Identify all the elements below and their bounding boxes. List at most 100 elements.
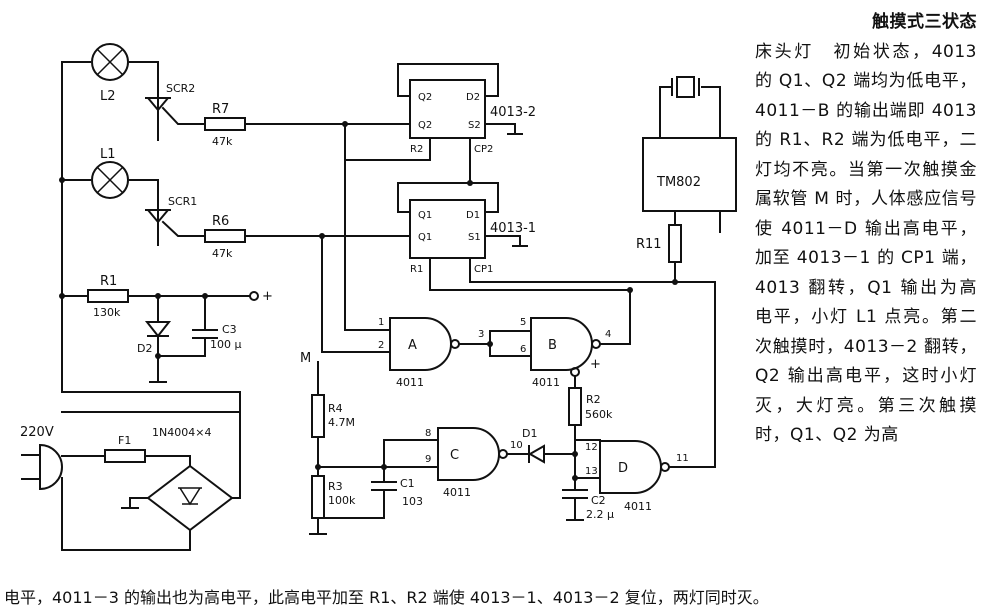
resistor-r7 — [204, 117, 246, 131]
pin-9: 9 — [425, 454, 431, 465]
wire-r2-reset — [344, 123, 431, 161]
label-r7: R7 — [212, 102, 229, 117]
pin-cp1: CP1 — [474, 264, 493, 275]
wire-4013-2-feedback — [397, 63, 499, 97]
gate-d — [599, 440, 662, 494]
label-r6: R6 — [212, 214, 229, 229]
pin-d2: D2 — [466, 92, 480, 103]
crystal-icon — [676, 76, 695, 98]
pin-q2: Q2 — [418, 120, 432, 131]
ic-tm802 — [642, 137, 737, 212]
label-d1: D1 — [522, 427, 537, 440]
gate-a-label: A — [408, 338, 417, 353]
pin-1: 1 — [378, 317, 384, 328]
chip-a-label: 4011 — [396, 376, 424, 389]
label-l1: L1 — [100, 147, 116, 162]
lamp-l1-icon — [91, 161, 129, 199]
label-4013-2: 4013-2 — [490, 105, 536, 120]
label-r3-value: 100k — [328, 494, 356, 507]
junction-dot — [572, 451, 578, 457]
junction-dot — [572, 475, 578, 481]
junction-dot — [487, 341, 493, 347]
label-l2: L2 — [100, 89, 116, 104]
resistor-r2 — [568, 387, 582, 426]
gate-a-bubble — [450, 339, 460, 349]
pin-q1-bar: Q1 — [418, 210, 432, 221]
junction-dot — [381, 464, 387, 470]
pin-r1: R1 — [410, 264, 423, 275]
label-r4-value: 4.7M — [328, 416, 355, 429]
resistor-r3 — [311, 475, 325, 519]
wire-ac — [61, 455, 191, 551]
pin-2: 2 — [378, 340, 384, 351]
gate-c — [437, 427, 500, 481]
wire-s2-ground — [484, 123, 523, 135]
ic-4013-2 — [409, 79, 486, 139]
gate-a — [389, 317, 452, 371]
gate-d-label: D — [618, 461, 628, 476]
label-plus: + — [262, 289, 273, 304]
wire-c-inputs — [317, 439, 439, 483]
chip-c-label: 4011 — [443, 486, 471, 499]
label-4013-1: 4013-1 — [490, 221, 536, 236]
pin-13: 13 — [585, 466, 598, 477]
label-d2: D2 — [137, 342, 152, 355]
zener-d2-icon — [144, 295, 172, 383]
label-r2-value: 560k — [585, 408, 613, 421]
gate-d-bubble — [660, 462, 670, 472]
label-c2: C2 — [591, 494, 606, 507]
label-c1-value: 103 — [402, 495, 423, 508]
chip-b-label: 4011 — [532, 376, 560, 389]
scr2-gate — [161, 106, 206, 125]
label-c3: C3 — [222, 323, 237, 336]
label-r3: R3 — [328, 480, 343, 493]
wire-4013-1-feedback — [397, 182, 499, 213]
label-tm802: TM802 — [656, 175, 701, 190]
capacitor-c2-icon — [562, 489, 588, 521]
wire-crystal — [659, 86, 721, 139]
junction-dot — [59, 177, 65, 183]
wire-l2-top — [61, 61, 159, 141]
lamp-l2-cross — [96, 48, 124, 76]
pin-cp2: CP2 — [474, 144, 493, 155]
label-r1: R1 — [100, 274, 117, 289]
junction-dot — [59, 293, 65, 299]
capacitor-c1-icon — [317, 481, 397, 519]
label-r2: R2 — [586, 393, 601, 406]
resistor-r6 — [204, 229, 246, 243]
supply-terminal — [249, 291, 259, 301]
ic-4013-1 — [409, 199, 486, 259]
bottom-text: 电平，4011－3 的输出也为高电平，此高电平加至 R1、R2 端使 4013－… — [4, 588, 769, 607]
label-c1: C1 — [400, 477, 415, 490]
wire-gate-a-in — [321, 159, 391, 353]
bridge-rectifier — [146, 464, 234, 532]
page-title: 触摸式三状态 — [872, 12, 977, 32]
label-c3-value: 100 μ — [210, 338, 242, 351]
pin-6: 6 — [520, 344, 526, 355]
label-r11: R11 — [636, 237, 662, 252]
capacitor-c3-icon — [157, 295, 218, 357]
fuse-f1 — [104, 449, 146, 463]
pin-q1: Q1 — [418, 232, 432, 243]
junction-dot — [155, 353, 161, 359]
pin-12: 12 — [585, 442, 598, 453]
description-text: 床头灯 初始状态，4013 的 Q1、Q2 端均为低电平，4011－B 的输出端… — [755, 41, 977, 446]
resistor-r4 — [311, 394, 325, 438]
pin-q2-bar: Q2 — [418, 92, 432, 103]
scr2-icon — [145, 97, 171, 112]
wire-a-to-b — [458, 330, 532, 357]
label-r6-value: 47k — [212, 247, 233, 260]
gate-c-bubble — [498, 449, 508, 459]
scr1-icon — [145, 209, 171, 224]
lamp-l1-cross — [96, 166, 124, 194]
description-panel: 触摸式三状态 床头灯 初始状态，4013 的 Q1、Q2 端均为低电平，4011… — [755, 8, 977, 451]
label-scr1: SCR1 — [168, 195, 197, 208]
pin-4: 4 — [605, 329, 611, 340]
bridge-diode-icon — [178, 487, 202, 506]
pin-8: 8 — [425, 428, 431, 439]
wire-bridge-out — [121, 411, 241, 509]
label-r7-value: 47k — [212, 135, 233, 148]
label-r4: R4 — [328, 402, 343, 415]
wire-l1-top — [61, 179, 159, 246]
resistor-r1 — [87, 289, 129, 303]
